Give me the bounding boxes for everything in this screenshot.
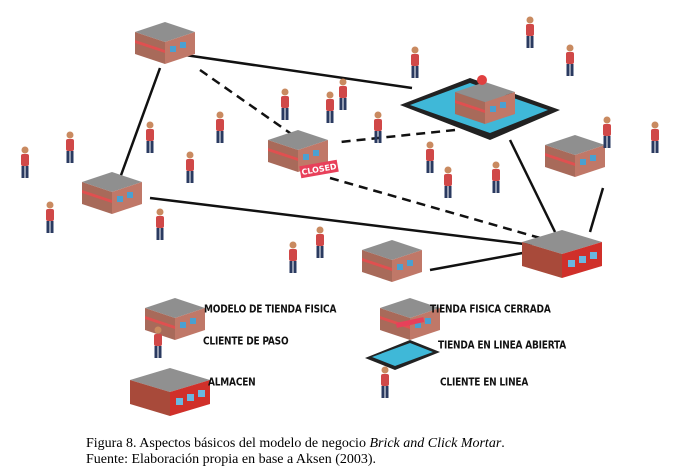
legend-online-client: CLIENTE EN LINEA (440, 377, 529, 389)
connection-lines (118, 53, 605, 272)
legend-icons (130, 298, 440, 416)
legend-warehouse: ALMACEN (208, 377, 256, 389)
caption-italic: Brick and Click Mortar (369, 436, 502, 451)
closed-store: CLOSED (268, 130, 339, 179)
physical-store-bottom (362, 240, 422, 282)
figure-caption: Figura 8. Aspectos básicos del modelo de… (86, 436, 505, 452)
legend-walk-in-client: CLIENTE DE PASO (203, 336, 289, 348)
figure-source: Fuente: Elaboración propia en base a Aks… (86, 452, 377, 467)
caption-suffix: . (501, 436, 505, 451)
brick-and-click-diagram: CLOSED (21, 16, 659, 416)
online-store-phone (400, 75, 560, 140)
physical-store-right (545, 135, 605, 177)
legend-closed-store: TIENDA FISICA CERRADA (430, 304, 551, 316)
physical-store-top (135, 22, 195, 64)
legend-physical-store: MODELO DE TIENDA FISICA (204, 304, 337, 316)
physical-store-left (82, 172, 142, 214)
legend-online-store: TIENDA EN LINEA ABIERTA (438, 340, 567, 352)
caption-text: Figura 8. Aspectos básicos del modelo de… (86, 436, 370, 451)
